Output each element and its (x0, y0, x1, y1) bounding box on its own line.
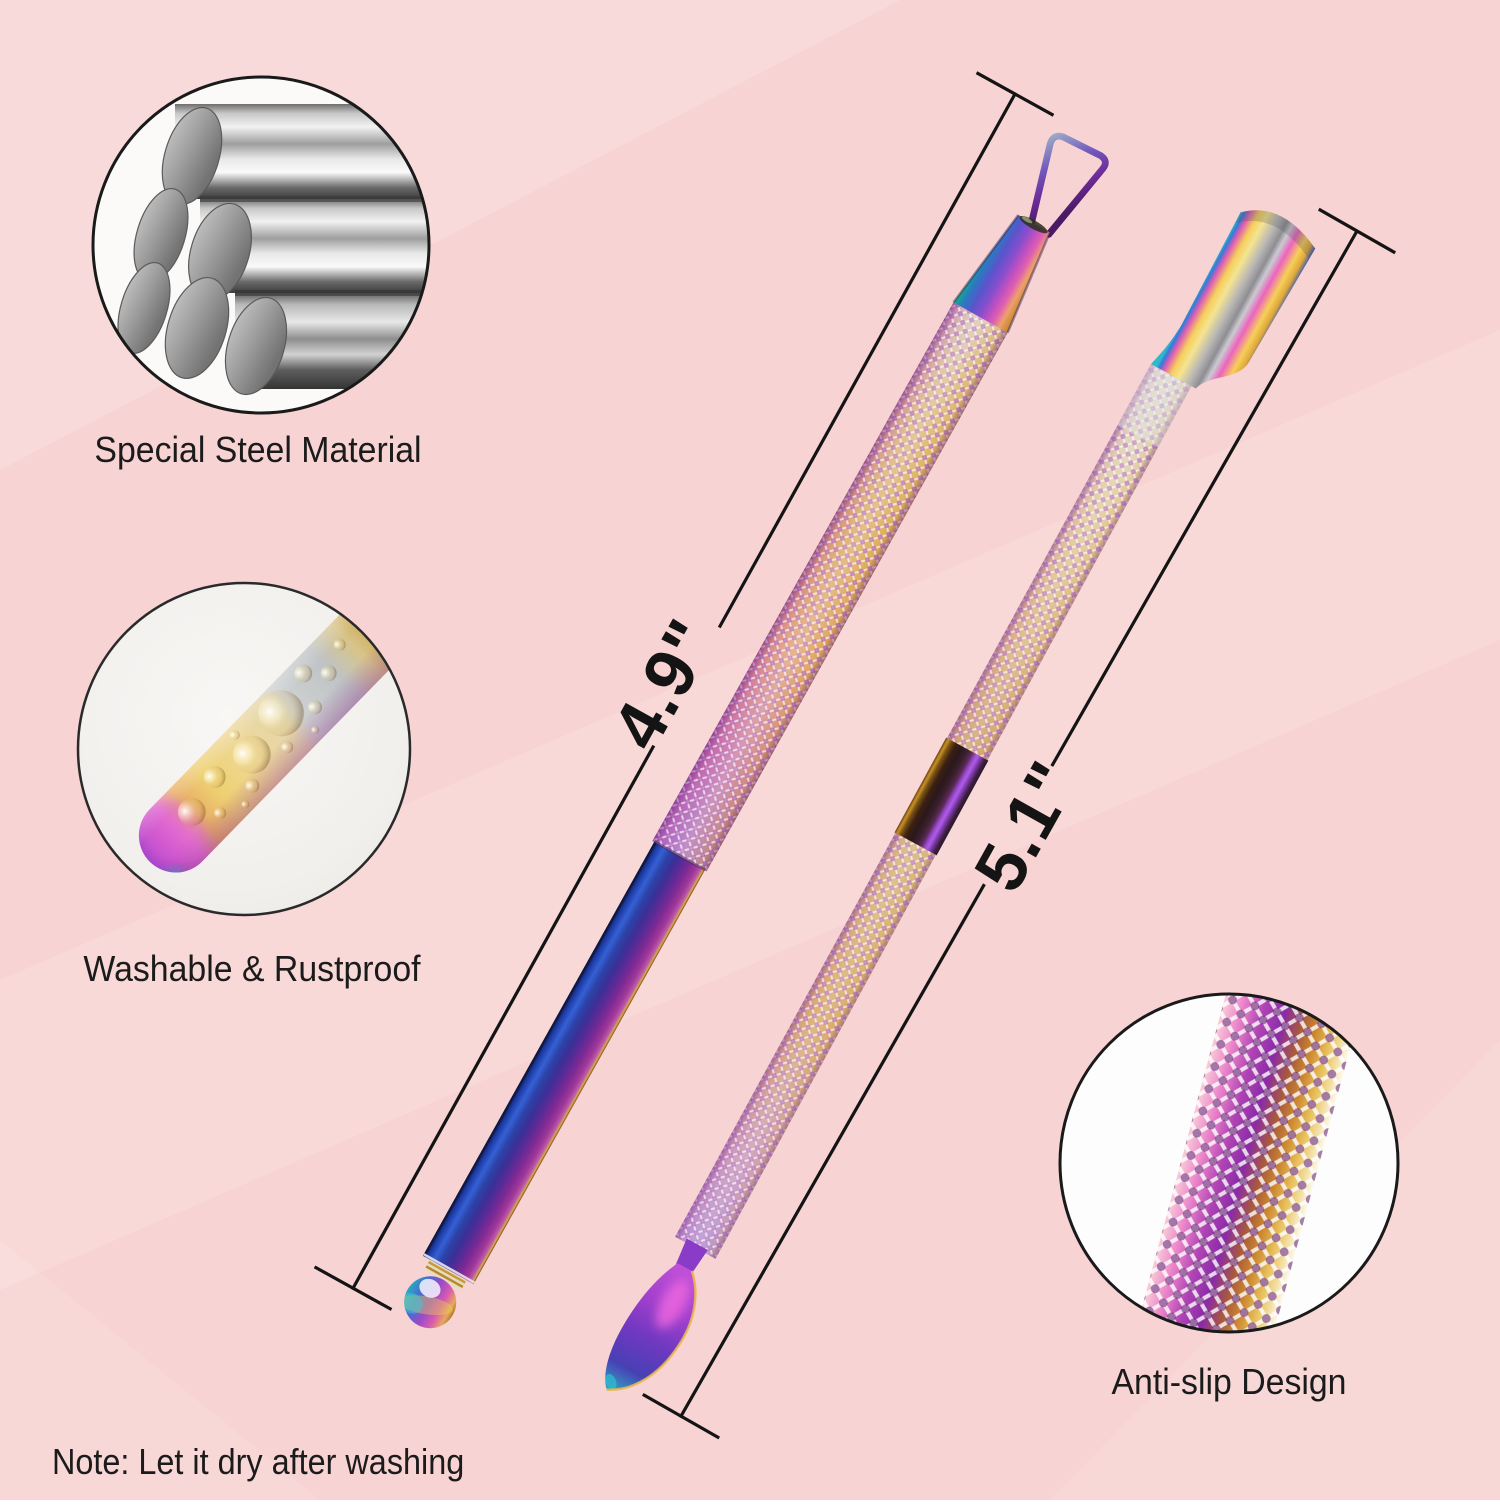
svg-text:Anti-slip Design: Anti-slip Design (1111, 1362, 1346, 1402)
svg-text:Washable & Rustproof: Washable & Rustproof (83, 949, 420, 989)
svg-text:Special Steel Material: Special Steel Material (94, 430, 421, 470)
svg-text:Note: Let it dry after washing: Note: Let it dry after washing (52, 1442, 464, 1482)
